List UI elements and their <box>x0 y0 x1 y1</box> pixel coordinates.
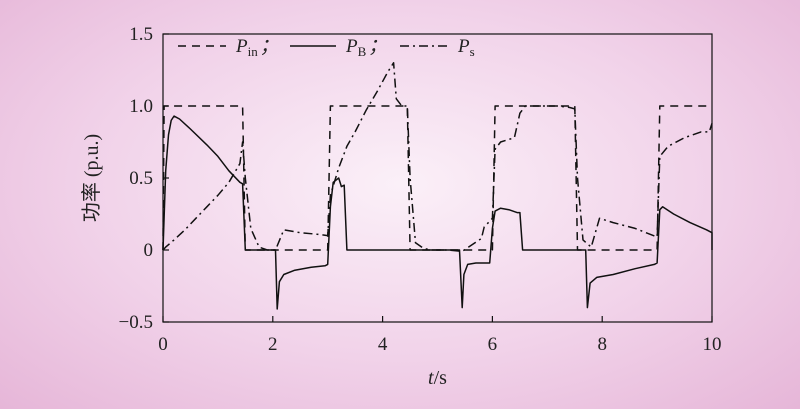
legend-label-pin: Pin； <box>235 36 279 59</box>
series-line-ps <box>162 62 713 253</box>
series-layer <box>162 62 713 310</box>
x-axis-label: t/s <box>428 367 447 389</box>
x-tick-label: 4 <box>378 334 388 355</box>
legend-label-ps: Ps <box>457 36 475 59</box>
legend-label-pb: PB； <box>345 36 387 59</box>
x-tick-label: 0 <box>158 334 168 355</box>
x-tick-label: 8 <box>597 334 607 355</box>
y-tick-label: 0.5 <box>129 168 153 189</box>
y-tick-label: 1.5 <box>129 24 153 45</box>
x-tick-label: 6 <box>488 334 498 355</box>
y-axis-label: 功率 (p.u.) <box>80 134 103 222</box>
y-tick-label: −0.5 <box>119 312 153 333</box>
x-tick-label: 10 <box>703 334 722 355</box>
series-line-pb <box>162 115 713 310</box>
y-tick-label: 0 <box>144 240 154 261</box>
y-tick-label: 1.0 <box>129 96 153 117</box>
legend: Pin； PB； Ps <box>178 36 475 59</box>
x-tick-label: 2 <box>268 334 278 355</box>
